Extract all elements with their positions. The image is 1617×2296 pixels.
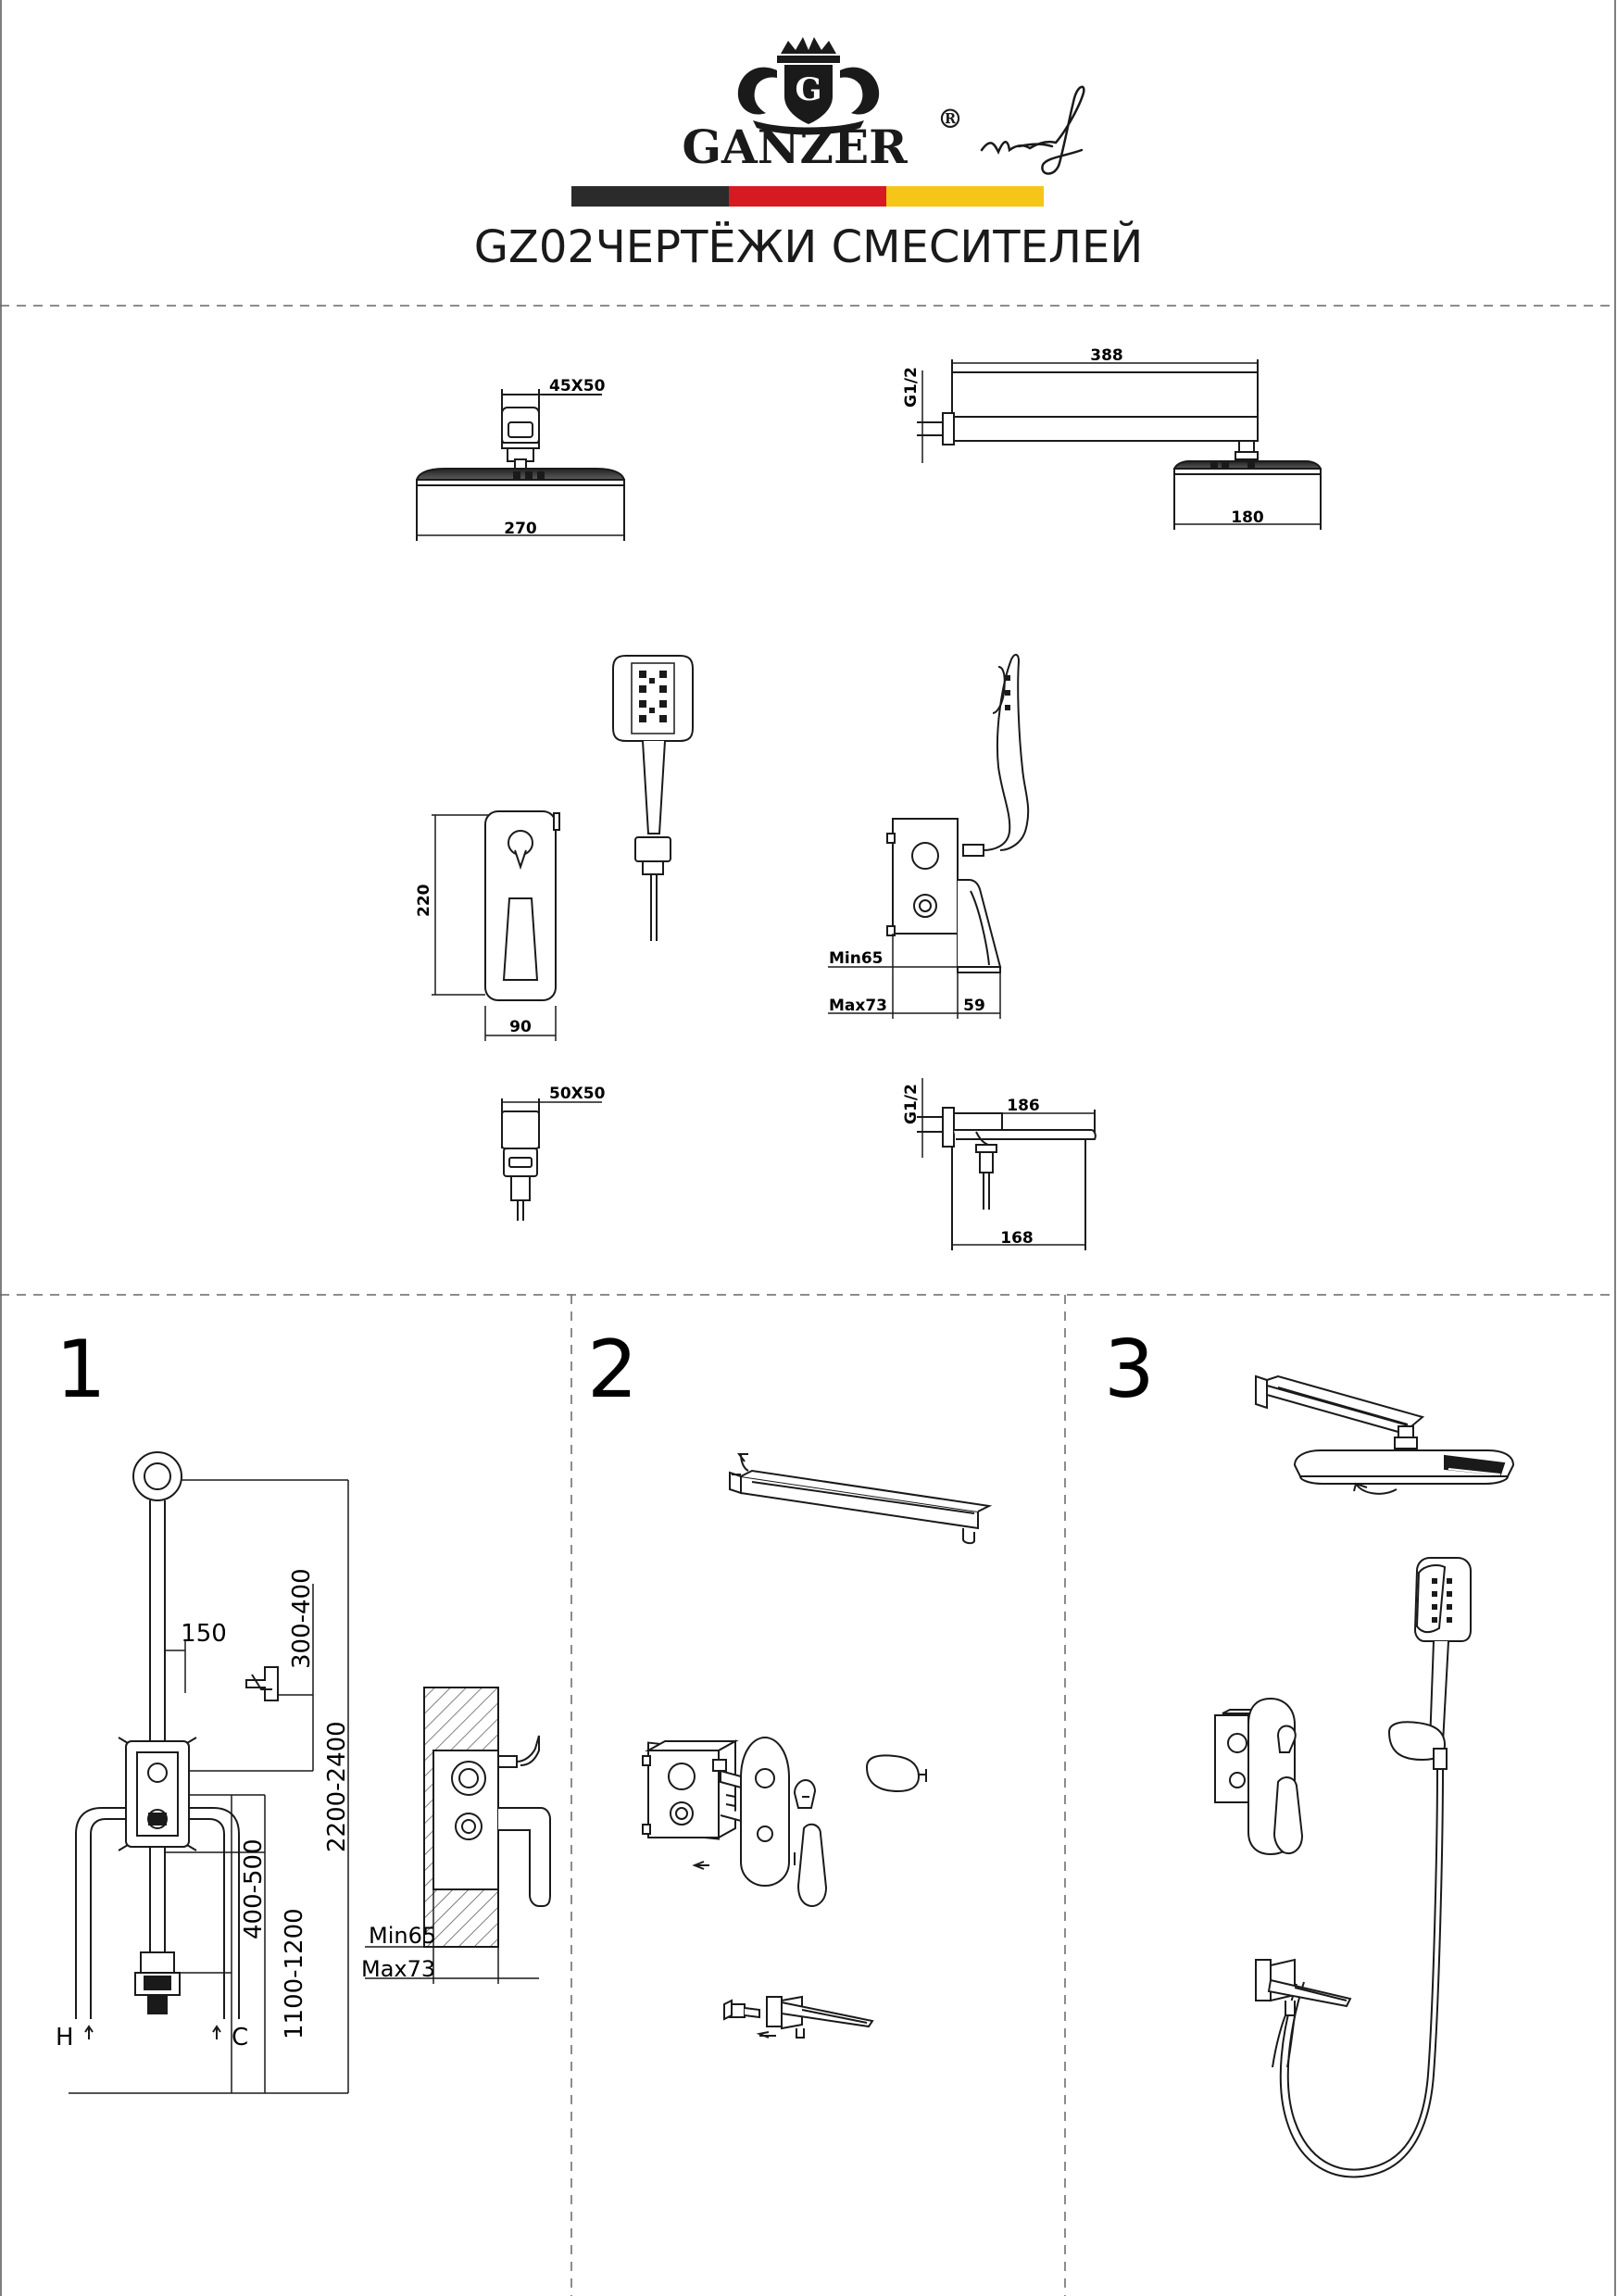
mixer-side [828,654,1030,1019]
overhead-shower-front [415,389,626,541]
wall-holder-front [501,1098,602,1221]
exploded-assembly [642,1453,993,2039]
section-dividers [0,305,1617,2296]
dim-overhead-side-width: 180 [1231,508,1264,527]
dim-spout-length: 186 [1007,1097,1040,1115]
step-number-2: 2 [587,1324,638,1416]
overhead-shower-side [917,359,1322,530]
dim-spout-thread: G1/2 [902,1084,921,1124]
dim-arm-length: 388 [1090,346,1123,365]
dim-overhead-connector: 45X50 [549,377,606,395]
spout-side [917,1078,1097,1250]
dim-total-height: 2200-2400 [323,1721,351,1852]
page-title: GZ02ЧЕРТЁЖИ СМЕСИТЕЛЕЙ [474,220,1144,273]
dim-overhead-width: 270 [504,520,537,538]
dim-mixer-width: 90 [509,1018,532,1036]
dim-mixer-from-floor: 1100-1200 [281,1908,308,2039]
assembled-set [1214,1374,1515,2178]
dim-mixer-max-depth: Max73 [829,997,887,1015]
brand-name: GANZER [682,119,908,174]
registered-mark: ® [937,104,963,134]
mixer-front [432,810,560,1041]
hand-shower-front [612,655,694,941]
wall-section [365,1687,551,1984]
dim-spout-reach: 168 [1000,1229,1034,1248]
step1-max-depth: Max73 [361,1956,435,1982]
dim-holder-connector: 50X50 [549,1085,606,1103]
dim-holder-offset: 150 [181,1620,227,1648]
step-number-3: 3 [1104,1324,1155,1416]
cold-water-label: C [232,2024,248,2051]
dim-arm-thread: G1/2 [902,367,921,408]
signature [980,85,1085,175]
flag-bar [571,186,1044,207]
dim-mixer-lever-depth: 59 [963,997,985,1015]
hot-water-label: H [56,2024,74,2051]
dim-mixer-min-depth: Min65 [829,949,884,968]
step-number-1: 1 [56,1324,107,1416]
installation-layout [69,1451,349,2094]
dim-mixer-to-spout: 400-500 [240,1838,268,1939]
dim-mixer-height: 220 [415,884,433,917]
brand-crest: G [737,37,880,135]
step1-min-depth: Min65 [369,1923,436,1949]
dim-holder-height: 300-400 [288,1568,316,1669]
svg-text:G: G [795,71,821,108]
